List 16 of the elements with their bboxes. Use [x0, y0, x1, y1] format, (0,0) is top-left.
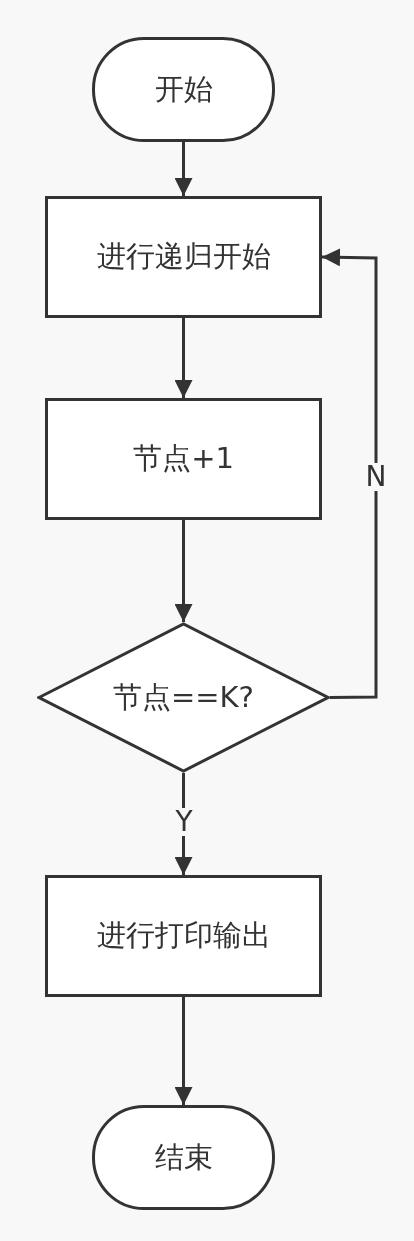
process-box	[45, 875, 322, 997]
node-label: 进行递归开始	[96, 238, 271, 276]
arrow	[174, 142, 193, 196]
node-label: 结束	[154, 1138, 213, 1176]
process-box	[45, 398, 322, 520]
process-box	[45, 196, 322, 318]
edge-label: Y	[173, 808, 195, 836]
arrow	[174, 318, 193, 398]
node-label: 节点+1	[133, 440, 234, 478]
arrow	[174, 520, 193, 622]
node-label: 节点==K?	[113, 678, 254, 716]
arrow	[174, 997, 193, 1105]
arrow	[321, 248, 378, 699]
decision-diamond	[37, 622, 330, 773]
node-label: 开始	[154, 70, 213, 108]
node-label: 进行打印输出	[96, 917, 271, 955]
